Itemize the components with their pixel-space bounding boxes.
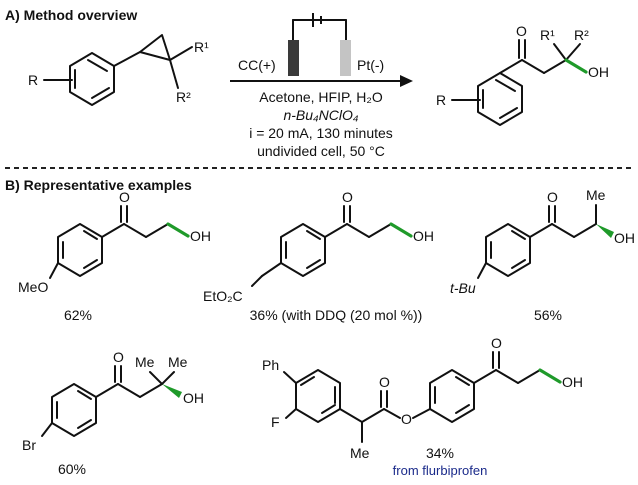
ex1-substituent: MeO — [18, 279, 48, 295]
ex1-oh: OH — [190, 228, 211, 244]
ex4-substituent: Br — [22, 437, 36, 453]
section-b-title: B) Representative examples — [5, 177, 192, 193]
substrate-r1-label: R¹ — [194, 39, 209, 55]
ex2-substituent: EtO₂C — [203, 288, 243, 304]
carbon-anode — [288, 40, 299, 76]
ex4-methyl-1: Me — [135, 354, 155, 370]
product-r2-label: R² — [574, 27, 589, 43]
substrate-r-label: R — [28, 72, 38, 88]
ex3-substituent: t-Bu — [450, 280, 476, 296]
electrode-cell-icon — [288, 13, 351, 76]
product-oh-label: OH — [588, 64, 609, 80]
ex3-methyl: Me — [586, 187, 606, 203]
ex3-yield: 56% — [534, 307, 562, 323]
ex1-yield: 62% — [64, 307, 92, 323]
ex5-ester-o: O — [401, 411, 412, 427]
ex1-carbonyl-o: O — [119, 189, 130, 205]
product-r1-label: R¹ — [540, 27, 555, 43]
ex4-carbonyl-o: O — [113, 349, 124, 365]
ex2-carbonyl-o: O — [342, 189, 353, 205]
ex2-oh: OH — [413, 228, 434, 244]
ex5-ester-carbonyl-o: O — [379, 374, 390, 390]
ex2-yield: 36% (with DDQ (20 mol %)) — [250, 307, 423, 323]
product-carbonyl-o: O — [516, 23, 527, 39]
substrate-structure — [43, 34, 193, 106]
condition-solvent: Acetone, HFIP, H₂O — [259, 89, 383, 105]
condition-electrolyte: n-Bu₄NClO₄ — [283, 107, 358, 123]
example-4-structure — [41, 365, 182, 437]
ex5-phenyl: Ph — [262, 357, 279, 373]
cathode-label: Pt(-) — [357, 57, 384, 73]
platinum-cathode — [340, 40, 351, 76]
example-1-structure — [49, 205, 190, 279]
ex4-oh: OH — [183, 390, 204, 406]
ex5-methyl: Me — [350, 445, 370, 461]
ex5-oh: OH — [562, 374, 583, 390]
ex5-ketone-o: O — [491, 335, 502, 351]
ex5-source-note: from flurbiprofen — [393, 463, 488, 478]
anode-label: CC(+) — [238, 57, 276, 73]
ex5-yield: 34% — [426, 445, 454, 461]
reaction-arrow — [230, 75, 413, 87]
ex3-carbonyl-o: O — [547, 189, 558, 205]
ex5-fluoro: F — [271, 414, 280, 430]
product-r-label: R — [436, 92, 446, 108]
ex4-methyl-2: Me — [168, 354, 188, 370]
condition-cell: undivided cell, 50 °C — [257, 143, 385, 159]
condition-current: i = 20 mA, 130 minutes — [249, 125, 393, 141]
substrate-r2-label: R² — [176, 89, 191, 105]
product-structure — [451, 39, 588, 126]
ex4-yield: 60% — [58, 461, 86, 477]
example-2-structure — [251, 205, 413, 287]
example-3-structure — [477, 204, 614, 279]
section-a-title: A) Method overview — [5, 7, 137, 23]
ex3-oh: OH — [614, 230, 635, 246]
example-5-structure — [283, 351, 562, 443]
